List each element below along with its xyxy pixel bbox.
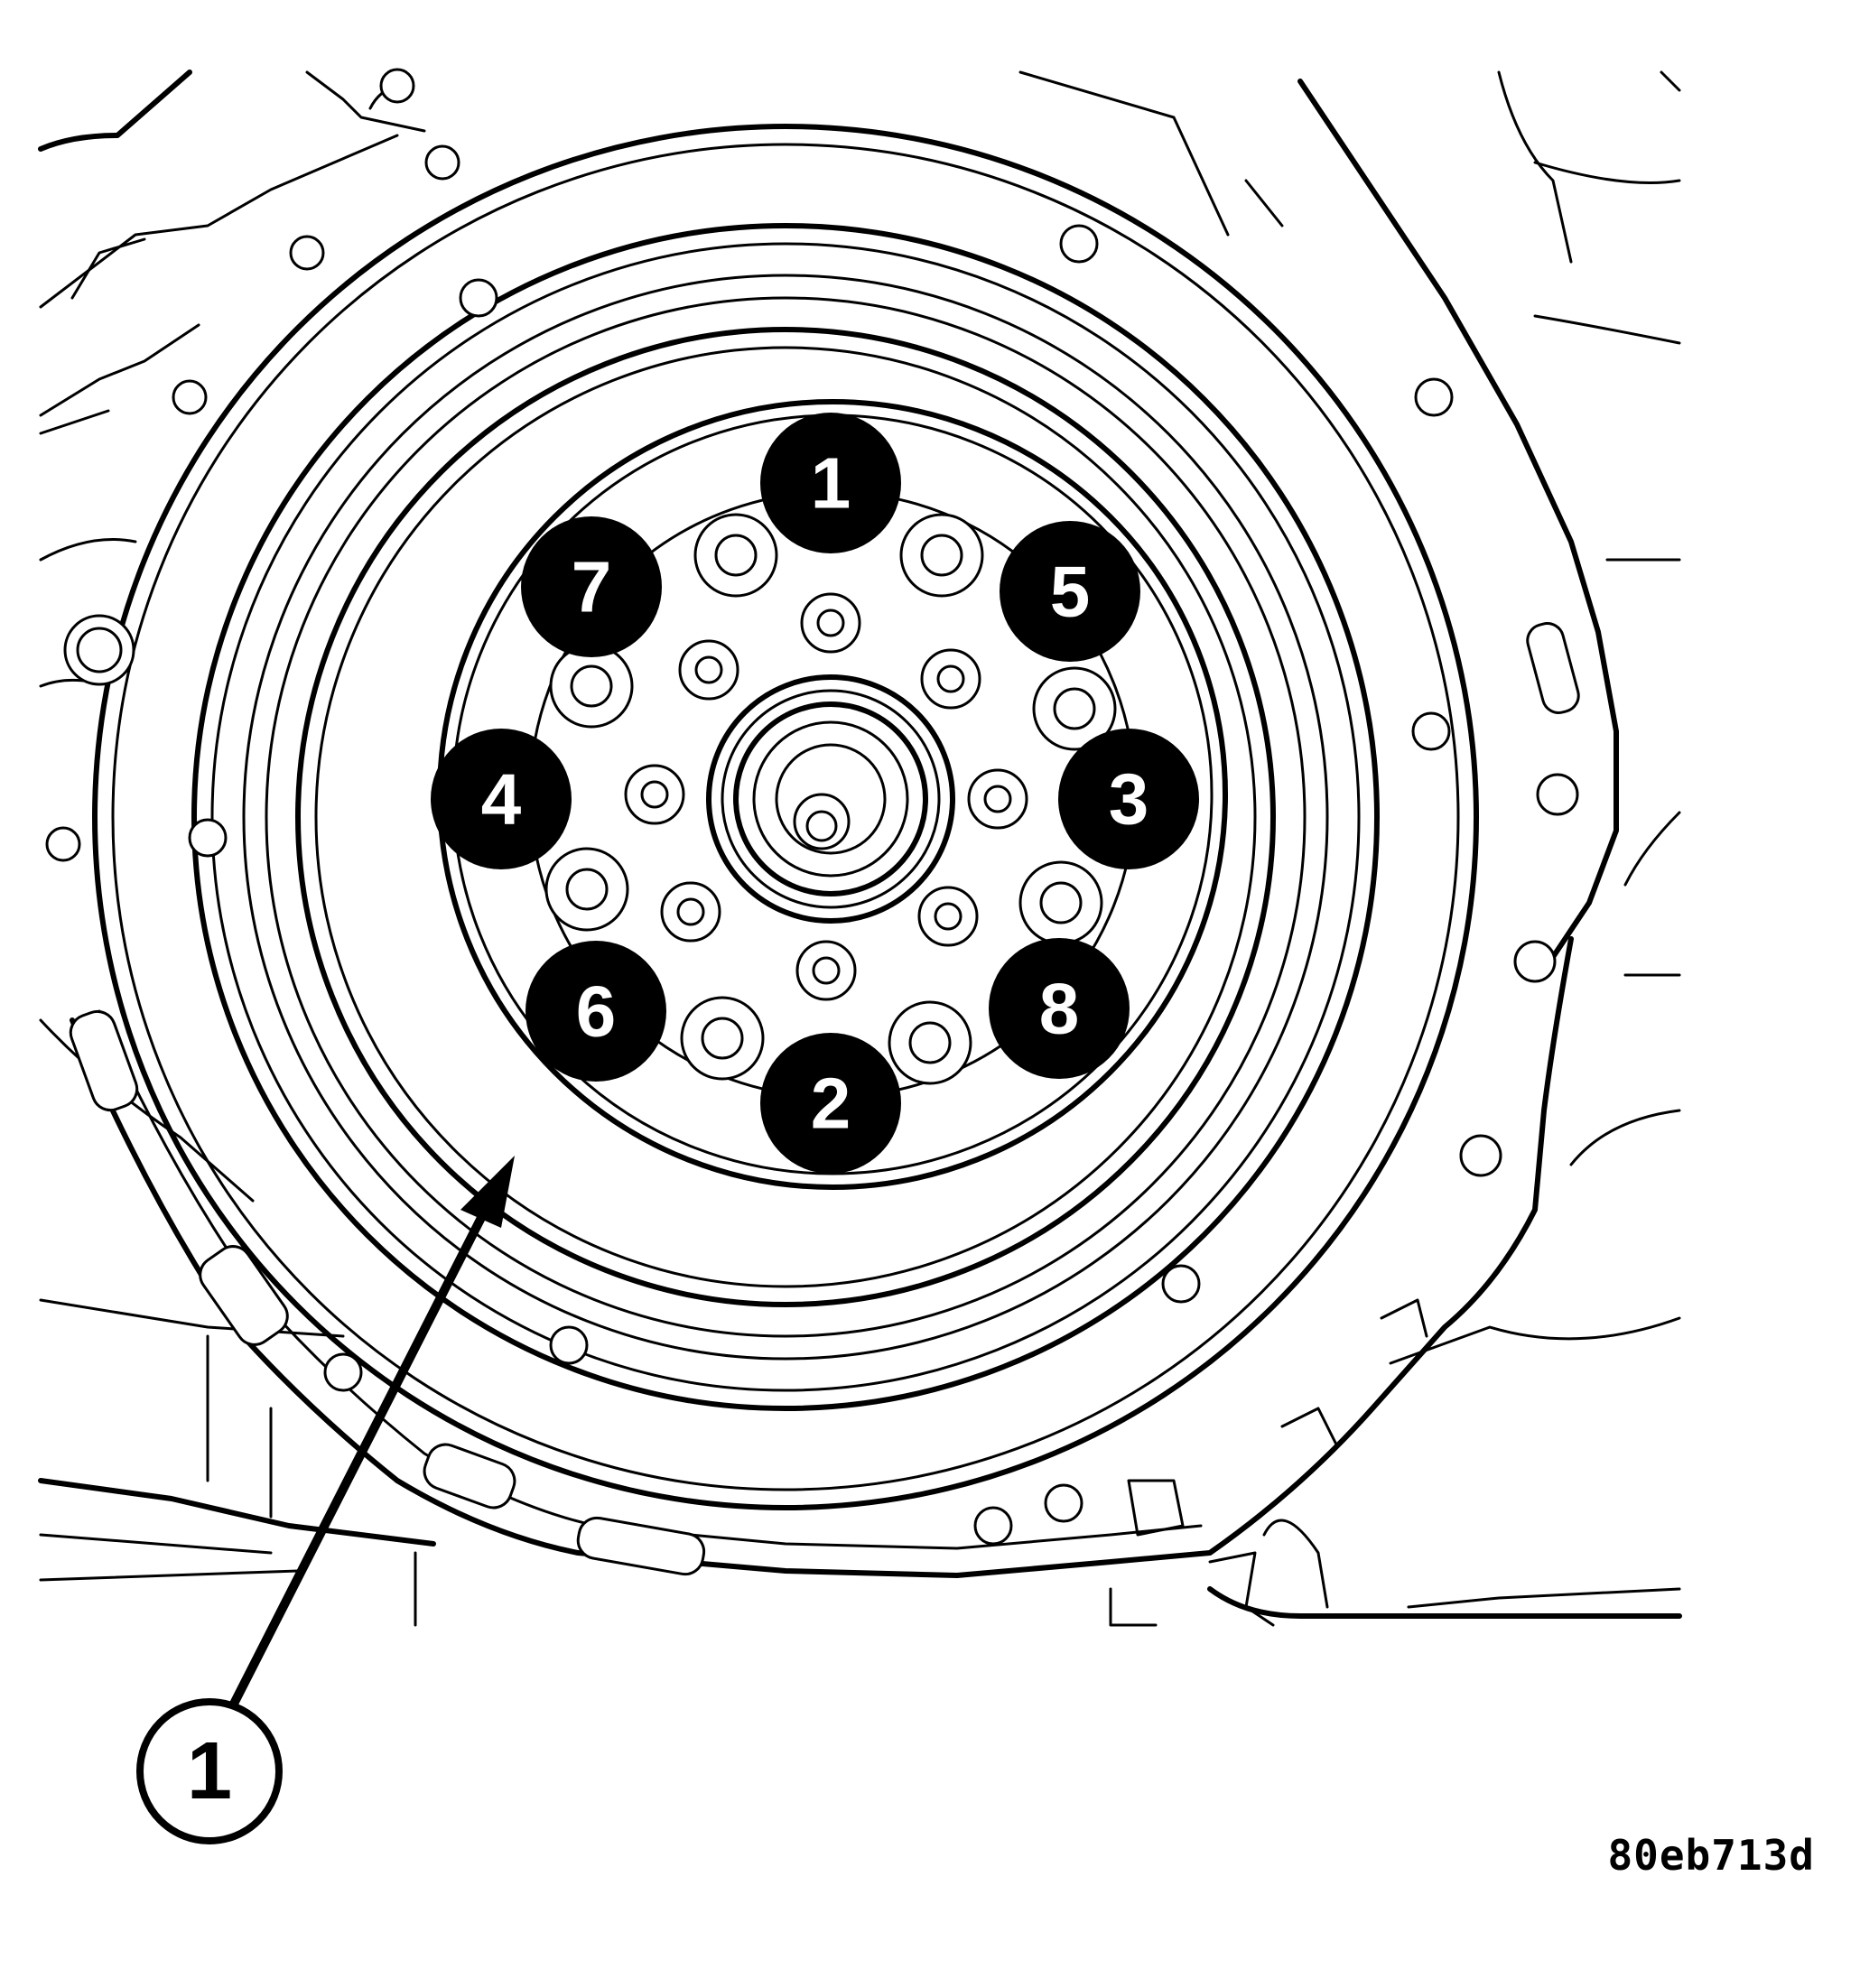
svg-text:1: 1 bbox=[187, 1726, 232, 1816]
sequence-markers: 1 2 3 4 5 6 7 8 bbox=[431, 413, 1199, 1174]
housing-outline bbox=[38, 70, 1682, 1627]
sequence-marker-8: 8 bbox=[989, 938, 1130, 1079]
figure-id: 80eb713d bbox=[1607, 1831, 1815, 1880]
svg-text:5: 5 bbox=[1050, 552, 1091, 632]
pressure-pads bbox=[544, 513, 1117, 1085]
svg-text:2: 2 bbox=[811, 1064, 851, 1144]
sequence-marker-1: 1 bbox=[760, 413, 901, 553]
flywheel-rings bbox=[92, 124, 1479, 1510]
hub-bolts bbox=[624, 592, 1028, 1001]
center-bearing bbox=[706, 674, 955, 924]
outer-holes bbox=[45, 68, 1579, 1546]
svg-text:8: 8 bbox=[1039, 969, 1080, 1049]
callout-arrow bbox=[226, 1156, 515, 1715]
svg-text:1: 1 bbox=[811, 443, 851, 524]
sequence-marker-6: 6 bbox=[525, 941, 666, 1082]
sequence-marker-7: 7 bbox=[521, 516, 662, 657]
svg-text:6: 6 bbox=[576, 971, 617, 1052]
svg-text:7: 7 bbox=[572, 547, 612, 627]
callout-label: 1 bbox=[136, 1698, 283, 1844]
svg-text:3: 3 bbox=[1109, 759, 1149, 840]
sequence-marker-2: 2 bbox=[760, 1033, 901, 1174]
sequence-marker-3: 3 bbox=[1058, 729, 1199, 869]
sequence-marker-5: 5 bbox=[1000, 521, 1140, 662]
plate-slots bbox=[69, 622, 1580, 1576]
svg-text:4: 4 bbox=[481, 759, 522, 840]
sequence-marker-4: 4 bbox=[431, 729, 572, 869]
